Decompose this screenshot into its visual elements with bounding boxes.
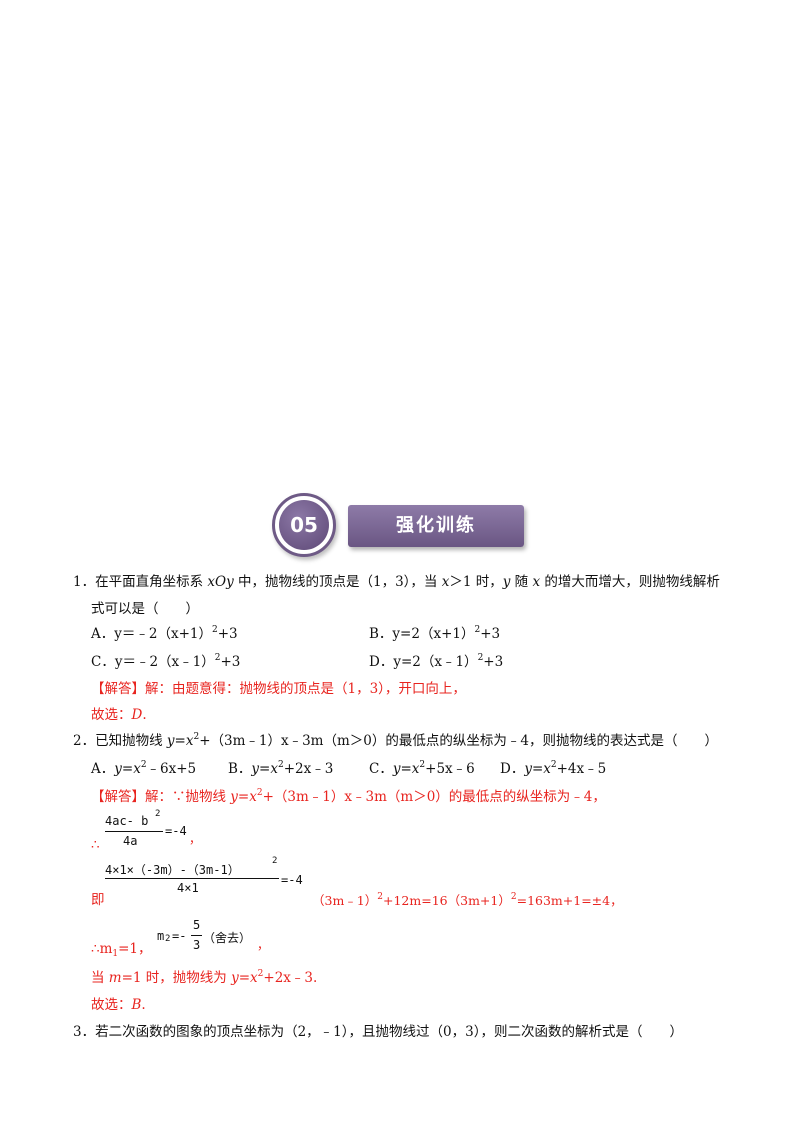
- q1-option-d: D．y=2（x﹣1）2+3: [369, 653, 504, 671]
- therefore-symbol: ∴: [91, 837, 100, 853]
- m1-result: ∴m1=1，: [91, 941, 152, 959]
- q3-stem: 3．若二次函数的图象的顶点坐标为（2，﹣1），且抛物线过（0，3），则二次函数的…: [73, 1024, 683, 1040]
- q2-stem: 2．已知抛物线 y=x2+（3m﹣1）x﹣3m（m＞0）的最低点的纵坐标为﹣4，…: [73, 732, 718, 750]
- ji-label: 即: [91, 892, 105, 908]
- q2-option-d: D．y=x2+4x﹣5: [500, 760, 607, 778]
- q1-answer: 【解答】解：由题意得：抛物线的顶点是（1，3），开口向上，: [91, 681, 466, 697]
- section-number: 05: [279, 500, 329, 550]
- q1-stem-line1: 1．在平面直角坐标系 xOy 中，抛物线的顶点是（1，3），当 x＞1 时，y …: [73, 574, 720, 590]
- q1-option-b: B．y=2（x+1）2+3: [369, 625, 501, 643]
- q1-option-c: C．y＝﹣2（x﹣1）2+3: [91, 653, 241, 671]
- section-title: 强化训练: [348, 505, 524, 547]
- q2-fraction-2: 4×1×（-3m）-（3m-1） 2 4×1 =-4: [105, 856, 303, 895]
- m2-result: m 2 =- 5 3 （舍去） ，: [157, 918, 270, 952]
- q2-choice: 故选：B.: [91, 997, 146, 1013]
- q2-option-b: B．y=x2+2x﹣3: [228, 760, 334, 778]
- q2-fraction-1: 4ac- b 2 4a =-4 ，: [105, 809, 202, 848]
- q2-equation-steps: （3m﹣1）2+12m=16（3m+1）2=163m+1=±4，: [312, 892, 623, 909]
- q1-stem-line2: 式可以是（ ）: [91, 601, 199, 617]
- q2-option-a: A．y=x2﹣6x+5: [91, 760, 197, 778]
- q2-option-c: C．y=x2+5x﹣6: [369, 760, 475, 778]
- q2-conclusion: 当 m=1 时，抛物线为 y=x2+2x﹣3.: [91, 969, 318, 987]
- q1-option-a: A．y＝﹣2（x+1）2+3: [91, 625, 238, 643]
- q1-choice: 故选：D.: [91, 707, 147, 723]
- q2-answer: 【解答】解：∵抛物线 y=x2+（3m﹣1）x﹣3m（m＞0）的最低点的纵坐标为…: [91, 788, 606, 806]
